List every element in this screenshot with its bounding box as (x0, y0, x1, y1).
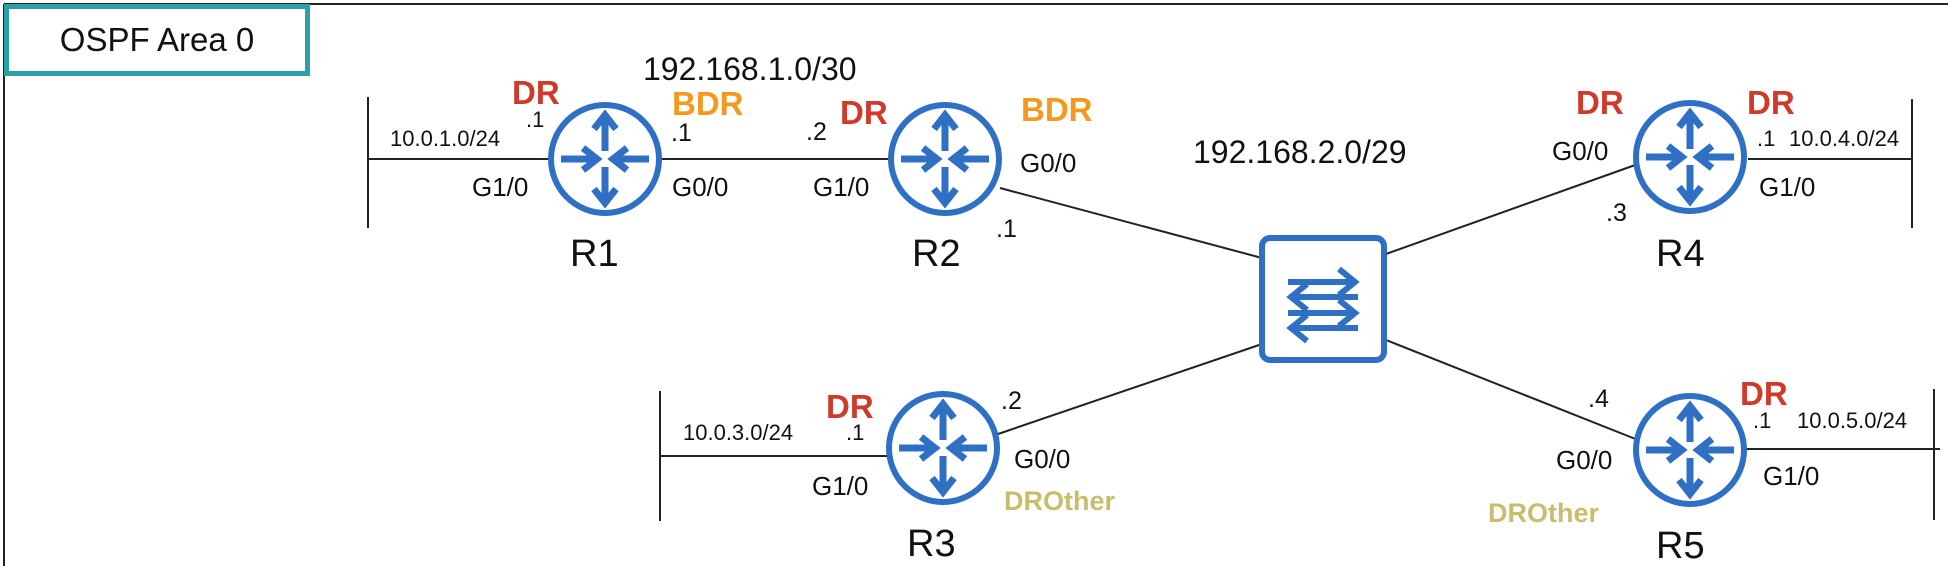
r5-wan-ip: .4 (1588, 385, 1609, 413)
r1-wan-ip: .1 (671, 119, 692, 147)
r5-lan-interface: G1/0 (1763, 461, 1819, 491)
r1-lan-role: DR (512, 74, 560, 111)
router-r3-icon[interactable] (886, 391, 1000, 505)
r2-name: R2 (912, 233, 961, 275)
router-r5-icon[interactable] (1633, 393, 1747, 507)
r2-wan-ip: .1 (996, 215, 1017, 243)
r4-switch-link (1385, 163, 1639, 255)
r1-wan-interface: G0/0 (672, 172, 728, 202)
network-switch-label: 192.168.2.0/29 (1193, 134, 1407, 170)
r5-switch-link (1385, 339, 1639, 441)
switch-icon[interactable] (1259, 235, 1387, 363)
router-r4-icon[interactable] (1633, 100, 1747, 214)
r2-switch-link (999, 187, 1263, 259)
r3-lan-role: DR (826, 388, 874, 425)
r1-lan-interface: G1/0 (472, 172, 528, 202)
r4-lan-interface: G1/0 (1759, 172, 1815, 202)
r2-r1-link-role: DR (840, 94, 888, 131)
r1-wan-role: BDR (672, 85, 744, 122)
r4-lan-ip: .1 (1757, 126, 1775, 151)
r3-wan-ip: .2 (1001, 387, 1022, 415)
r3-lan-subnet: 10.0.3.0/24 (683, 420, 793, 445)
r5-lan-role: DR (1740, 375, 1788, 412)
area-label: OSPF Area 0 (59, 21, 255, 58)
r3-name: R3 (907, 523, 956, 565)
r4-wan-role: DR (1576, 84, 1624, 121)
r1-name: R1 (570, 233, 619, 275)
r3-wan-role: DROther (1004, 486, 1115, 516)
router-r2-icon[interactable] (888, 102, 1002, 216)
area-label-box: OSPF Area 0 (4, 4, 310, 76)
r4-lan-role: DR (1747, 84, 1795, 121)
router-r1-icon[interactable] (548, 102, 662, 216)
r3-lan-ip: .1 (846, 420, 864, 445)
r2-wan-interface: G0/0 (1020, 148, 1076, 178)
r5-lan-ip: .1 (1753, 408, 1771, 433)
r2-wan-role: BDR (1021, 91, 1093, 128)
r2-r1-link-ip: .2 (806, 118, 827, 146)
r3-switch-link (997, 343, 1263, 435)
r5-name: R5 (1656, 525, 1705, 566)
r4-wan-interface: G0/0 (1552, 136, 1608, 166)
r4-lan-subnet: 10.0.4.0/24 (1789, 126, 1899, 151)
r3-wan-interface: G0/0 (1014, 444, 1070, 474)
r4-name: R4 (1656, 233, 1705, 275)
network-r1-r2-label: 192.168.1.0/30 (643, 51, 857, 87)
r4-wan-ip: .3 (1606, 199, 1627, 227)
r1-lan-ip: .1 (526, 107, 544, 132)
r3-lan-interface: G1/0 (812, 471, 868, 501)
r5-wan-interface: G0/0 (1556, 445, 1612, 475)
r1-lan-subnet: 10.0.1.0/24 (390, 126, 500, 151)
r5-lan-subnet: 10.0.5.0/24 (1797, 408, 1907, 433)
r2-r1-link-interface: G1/0 (813, 172, 869, 202)
r5-wan-role: DROther (1488, 498, 1599, 528)
